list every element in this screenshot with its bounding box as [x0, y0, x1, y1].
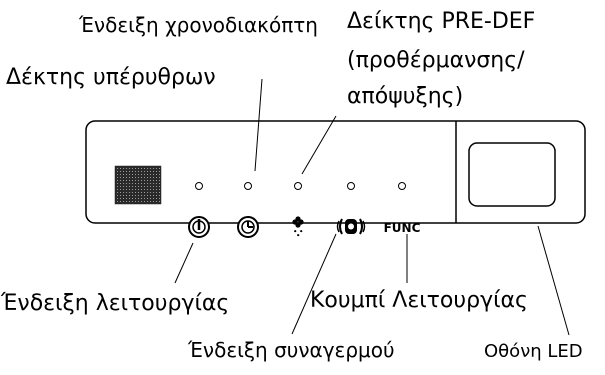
alarm-led: [347, 182, 355, 190]
led-display-window: [468, 142, 556, 207]
label-alarm-indicator: Ένδειξη συναγερμού: [187, 338, 395, 362]
label-predef-line3: απόψυξης): [347, 84, 463, 109]
label-function-button: Κουμπί Λειτουργίας: [310, 288, 528, 313]
func-button[interactable]: FUNC: [384, 221, 421, 235]
label-predef-line1: Δείκτης PRE-DEF: [347, 9, 535, 34]
label-timer-indicator: Ένδειξη χρονοδιακόπτη: [78, 13, 318, 37]
label-ir-receiver: Δέκτης υπέρυθρων: [6, 65, 216, 90]
ir-receiver-window: [114, 165, 162, 205]
timer-icon: [237, 216, 259, 238]
operation-led: [195, 182, 203, 190]
power-icon: [188, 216, 210, 238]
timer-led: [244, 182, 252, 190]
function-led: [398, 182, 406, 190]
label-operation-indicator: Ένδειξη λειτουργίας: [0, 291, 229, 316]
control-panel-body: [85, 120, 586, 224]
leader-lines: [174, 78, 570, 336]
label-led-display: Οθόνη LED: [484, 341, 583, 362]
defrost-icon: [292, 216, 304, 237]
predef-led: [294, 182, 302, 190]
label-predef-line2: (προθέρμανσης/: [347, 48, 525, 73]
alarm-icon: [336, 218, 366, 235]
